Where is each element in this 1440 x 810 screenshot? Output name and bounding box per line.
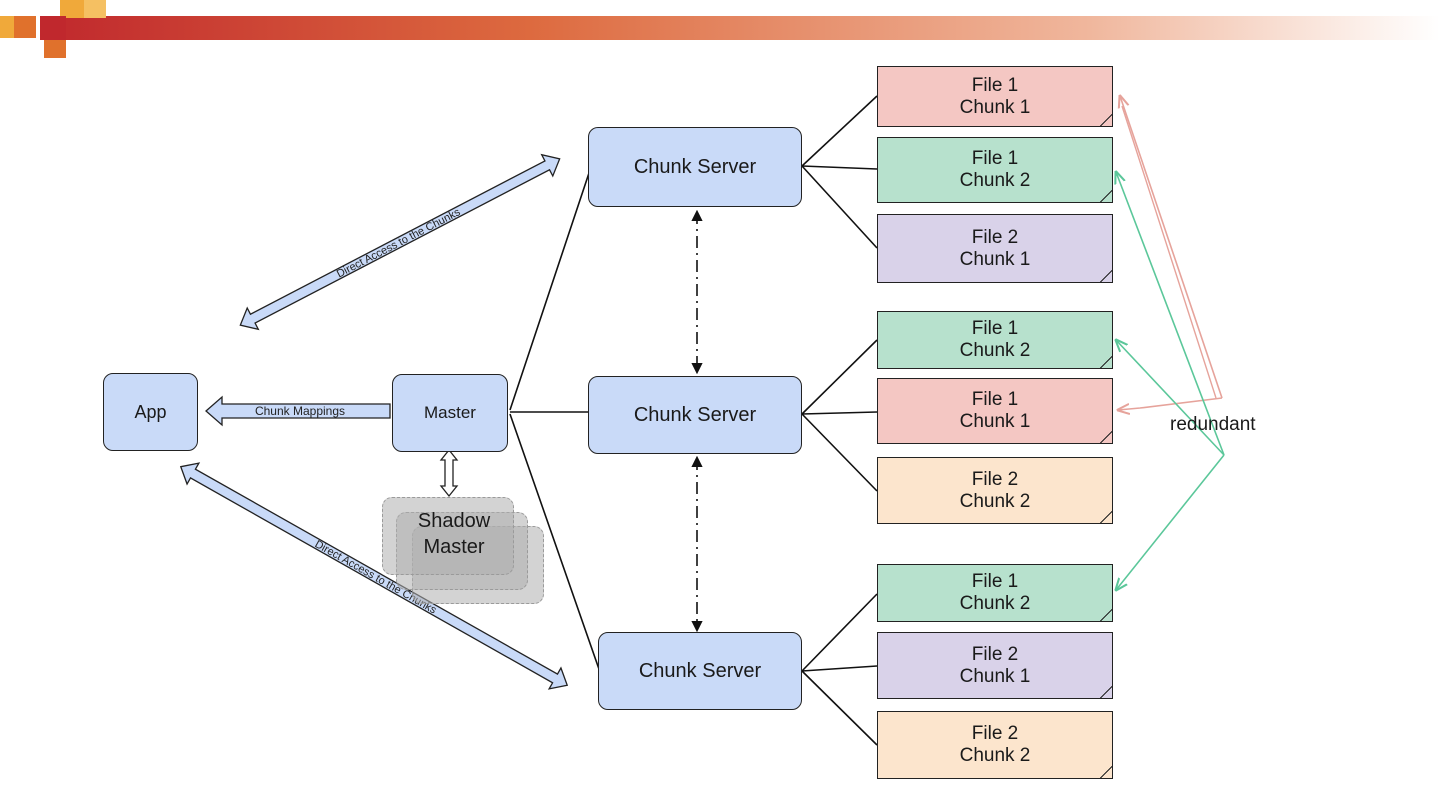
- chunk-mappings-label: Chunk Mappings: [255, 404, 345, 418]
- shadow-master-label: Shadow Master: [417, 510, 491, 558]
- master-label: Master: [424, 403, 476, 422]
- shadow-master-card-front: [382, 497, 514, 575]
- master-shadow-arrow: [439, 448, 459, 498]
- chunk-server-label: Chunk Server: [638, 659, 762, 682]
- chunk-chunk-label: Chunk 1: [959, 665, 1031, 687]
- redundant-arrow-red: [1118, 397, 1223, 410]
- header-square: [60, 0, 84, 18]
- chunk-block: File 2 Chunk 2: [877, 457, 1113, 524]
- chunk-chunk-label: Chunk 2: [959, 745, 1031, 766]
- chunk-chunk-label: Chunk 2: [959, 490, 1031, 512]
- edge-server1-chunk: [801, 165, 878, 249]
- header-square: [84, 0, 106, 18]
- chunk-file-label: File 2: [971, 643, 1019, 665]
- chunk-file-label: File 2: [971, 723, 1019, 744]
- chunk-chunk-label: Chunk 2: [959, 593, 1031, 614]
- chunk-file-label: File 2: [971, 468, 1019, 490]
- chunk-chunk-label: Chunk 2: [959, 340, 1031, 361]
- app-node: App: [103, 373, 198, 451]
- chunk-file-label: File 1: [971, 389, 1019, 410]
- chunk-block: File 1 Chunk 2: [877, 137, 1113, 203]
- edge-server2-chunk: [801, 339, 878, 415]
- chunk-block: File 2 Chunk 1: [877, 632, 1113, 699]
- chunk-file-label: File 1: [971, 318, 1019, 339]
- edge-master-server-3: [509, 413, 601, 673]
- chunk-file-label: File 1: [971, 571, 1019, 592]
- chunk-block: File 1 Chunk 2: [877, 564, 1113, 622]
- direct-access-label-top: Direct Access to the Chunks: [335, 206, 463, 280]
- direct-access-arrow-top: Direct Access to the Chunks: [239, 153, 561, 331]
- chunk-chunk-label: Chunk 1: [959, 411, 1031, 432]
- chunk-chunk-label: Chunk 1: [959, 248, 1031, 270]
- redundant-arrow-green: [1116, 454, 1225, 590]
- edge-master-server-1: [509, 169, 591, 411]
- chunk-block: File 1 Chunk 1: [877, 378, 1113, 444]
- header-gradient-stripe: [40, 16, 1440, 40]
- app-label: App: [134, 401, 167, 422]
- redundant-arrow-green: [1116, 172, 1225, 456]
- edge-server1-chunk: [801, 95, 878, 167]
- header-square: [0, 16, 14, 38]
- chunk-file-label: File 2: [971, 226, 1019, 248]
- chunk-block: File 1 Chunk 1: [877, 66, 1113, 127]
- chunk-file-label: File 1: [971, 148, 1019, 169]
- redundant-label: redundant: [1170, 414, 1256, 435]
- master-node: Master: [392, 374, 508, 452]
- chunk-block: File 1 Chunk 2: [877, 311, 1113, 369]
- chunk-server-1: Chunk Server: [588, 127, 802, 207]
- redundant-arrow-red-return: [1121, 105, 1217, 399]
- edge-server2-chunk: [801, 411, 878, 415]
- chunk-server-2: Chunk Server: [588, 376, 802, 454]
- redundant-arrow-red: [1120, 96, 1223, 399]
- chunk-server-label: Chunk Server: [633, 403, 757, 426]
- redundant-arrow-green: [1116, 340, 1225, 456]
- header-square: [14, 16, 36, 38]
- edge-server3-chunk: [801, 670, 878, 746]
- header-square: [44, 40, 66, 58]
- chunk-mappings-arrow: Chunk Mappings: [205, 395, 391, 427]
- chunk-chunk-label: Chunk 1: [959, 96, 1031, 118]
- header-square: [40, 16, 66, 40]
- edge-server2-chunk: [801, 413, 878, 492]
- edge-server3-chunk: [801, 593, 878, 672]
- chunk-chunk-label: Chunk 2: [959, 170, 1031, 191]
- edge-server3-chunk: [801, 665, 878, 672]
- chunk-file-label: File 1: [971, 74, 1019, 96]
- chunk-block: File 2 Chunk 2: [877, 711, 1113, 779]
- chunk-server-label: Chunk Server: [633, 155, 757, 178]
- chunk-block: File 2 Chunk 1: [877, 214, 1113, 283]
- edge-server1-chunk: [801, 165, 878, 170]
- chunk-server-3: Chunk Server: [598, 632, 802, 710]
- header-bar: [0, 0, 1440, 58]
